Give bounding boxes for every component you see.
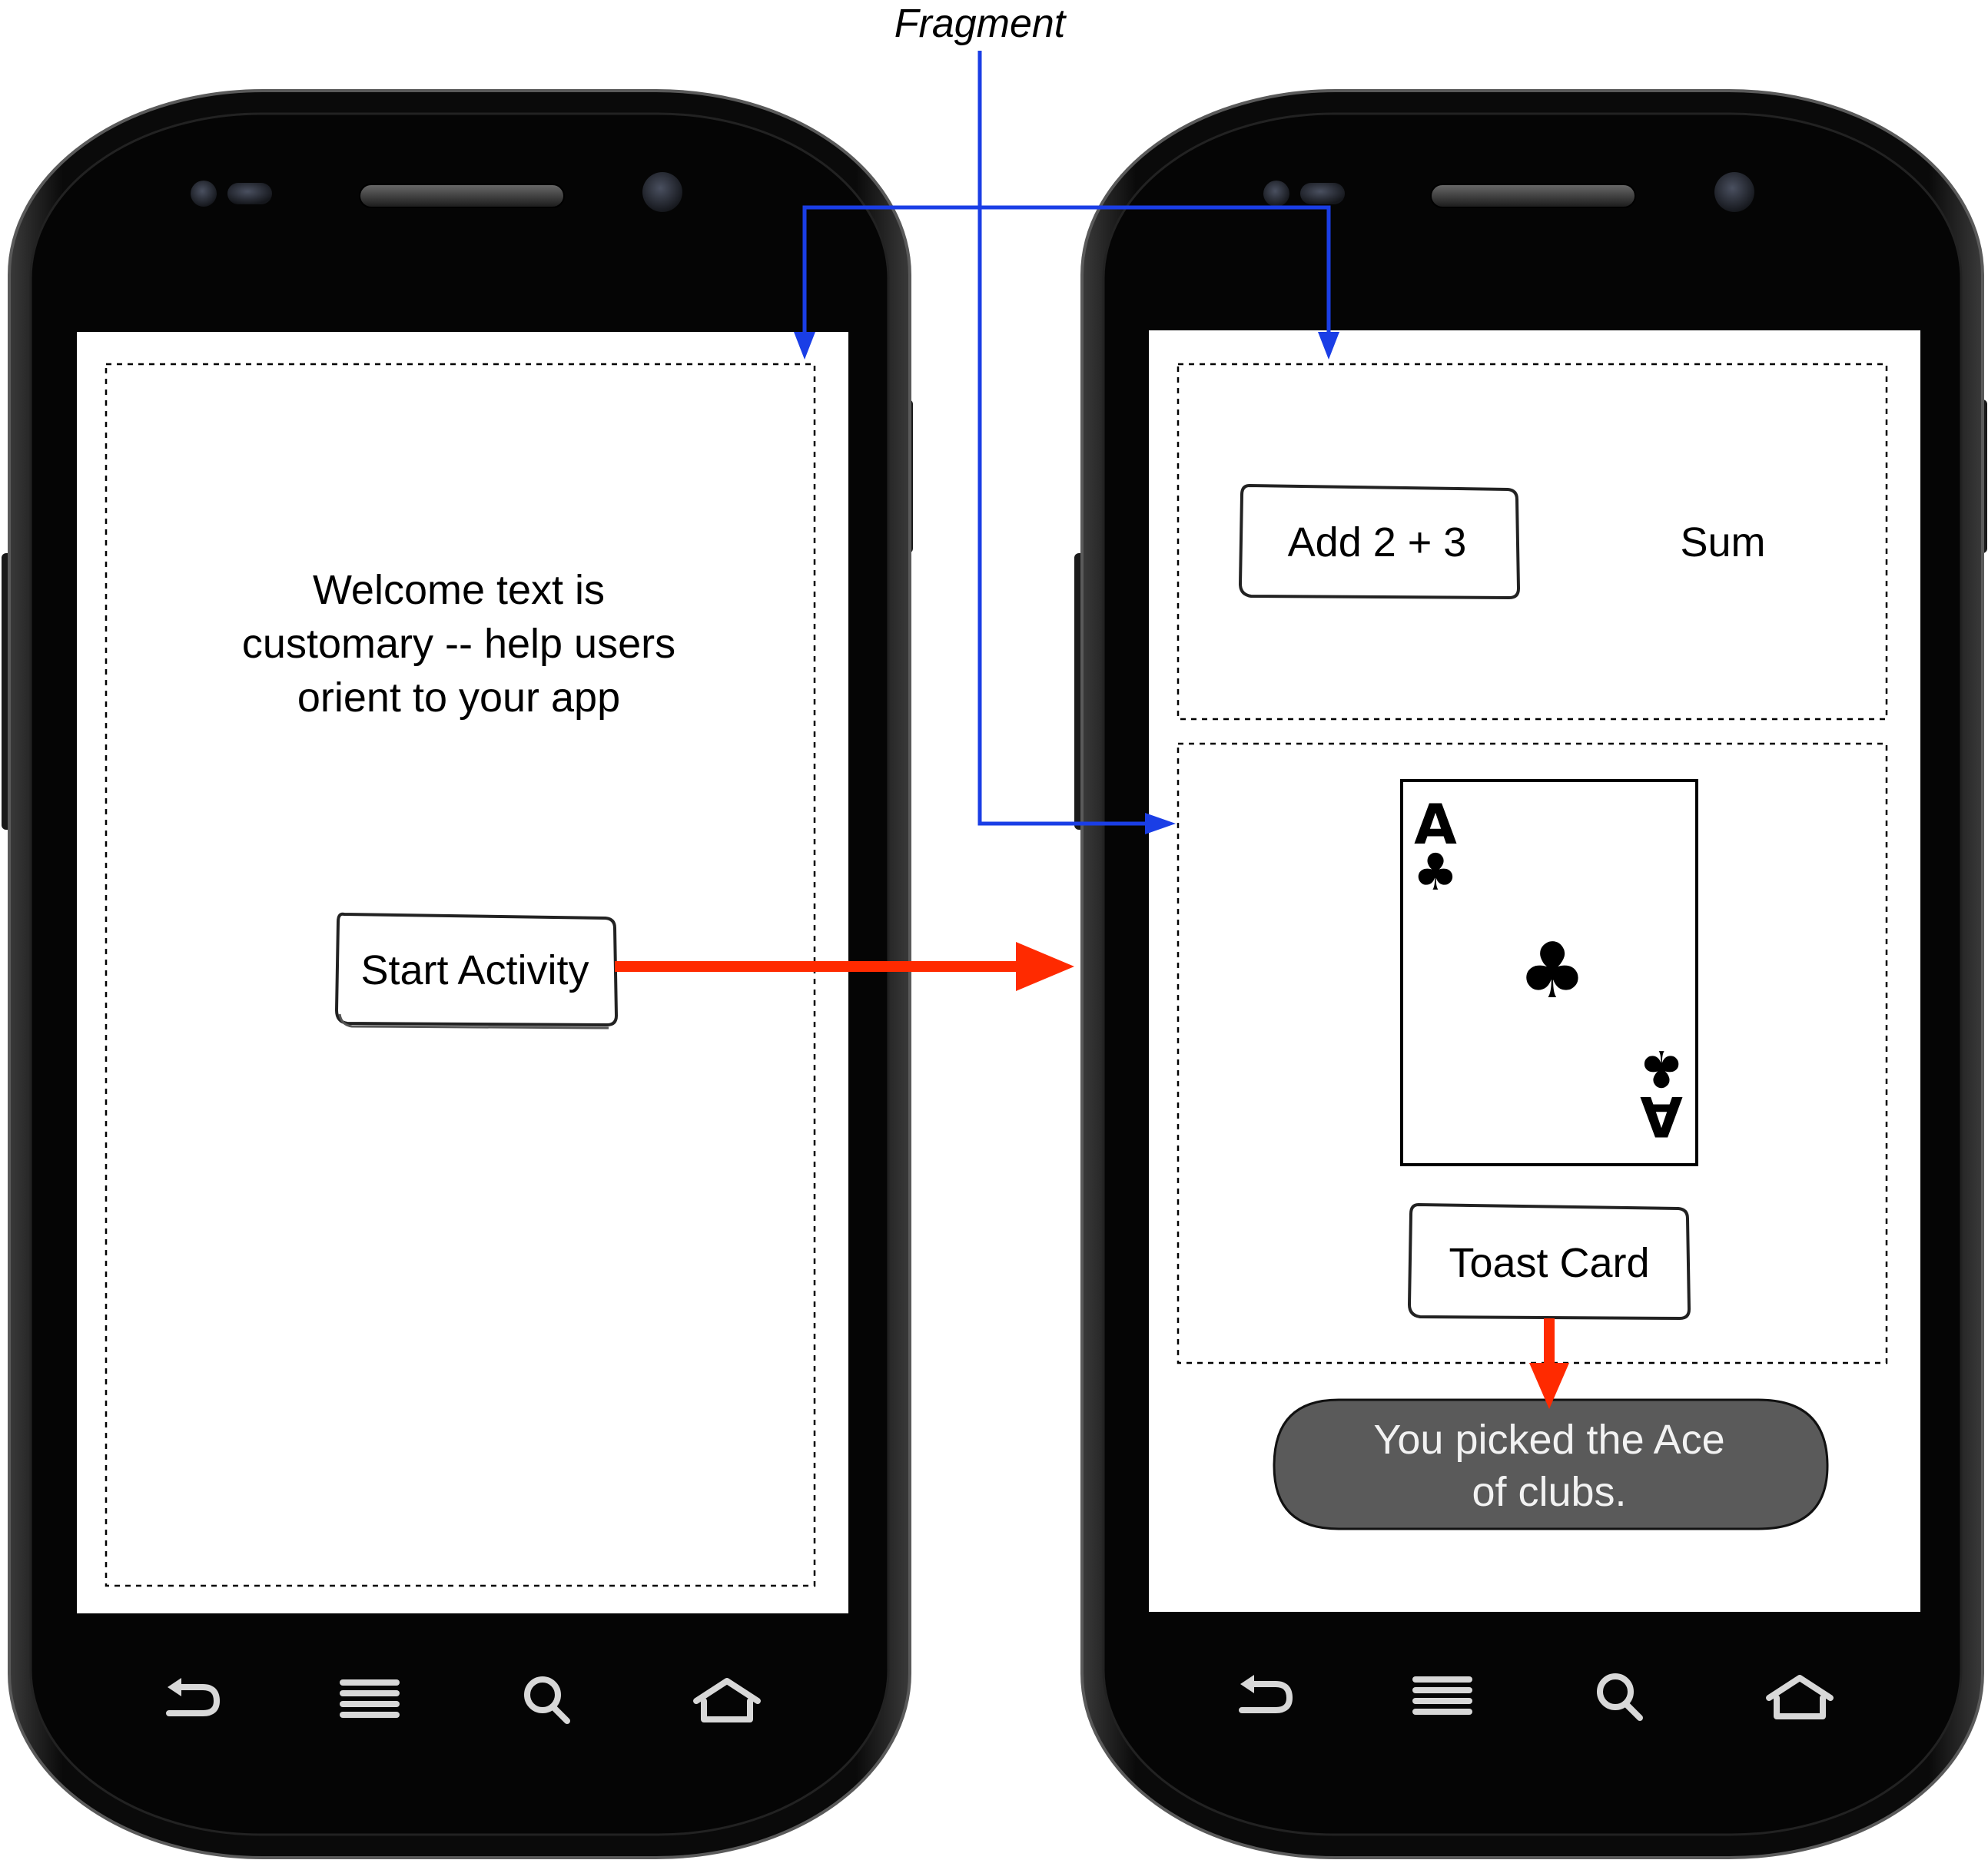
left-nav-bar [166, 1676, 761, 1724]
start-activity-arrowhead [1016, 942, 1074, 991]
back-icon[interactable] [1239, 1675, 1293, 1713]
fragment-label: Fragment [894, 2, 1067, 46]
fragment-arrowhead-right [1318, 332, 1339, 360]
start-activity-button[interactable]: Start Activity [334, 912, 619, 1029]
add-button[interactable]: Add 2 + 3 [1238, 483, 1521, 600]
fragment-arrows [794, 51, 1339, 834]
left-phone-sensor-pair [227, 183, 272, 204]
fragment-arrowhead-left [794, 332, 815, 360]
left-phone-sensor [191, 181, 217, 207]
right-phone-sensor-pair [1300, 183, 1345, 204]
card-rank-top: A [1414, 792, 1457, 857]
search-icon[interactable] [524, 1676, 570, 1724]
home-icon[interactable] [693, 1678, 761, 1722]
right-phone-front-camera [1714, 172, 1754, 212]
toast-card-button[interactable]: Toast Card [1407, 1202, 1691, 1321]
welcome-text-line-2: customary -- help users [242, 621, 675, 667]
right-phone-sensor [1263, 181, 1289, 207]
toast-card-label: Toast Card [1449, 1240, 1649, 1286]
card-suit-bottom: ♣ [1638, 1039, 1684, 1098]
menu-icon[interactable] [1412, 1676, 1472, 1715]
right-top-fragment-container [1177, 363, 1888, 721]
welcome-text-line-3: orient to your app [297, 675, 620, 721]
fragment-arrowhead-bottom [1145, 813, 1176, 834]
toast-text-line-1: You picked the Ace [1373, 1417, 1724, 1463]
right-phone: Add 2 + 3 Sum A ♣ ♣ A ♣ Toast Card You p… [1074, 89, 1987, 1859]
left-phone-front-camera [642, 172, 682, 212]
add-button-label: Add 2 + 3 [1288, 519, 1467, 565]
right-phone-speaker [1430, 184, 1636, 208]
card-suit-center: ♣ [1518, 926, 1587, 1016]
fragment-arrow-to-bottom [977, 51, 1160, 826]
fragment-arrow-bracket [802, 205, 1331, 338]
home-icon[interactable] [1766, 1675, 1834, 1719]
search-icon[interactable] [1597, 1673, 1643, 1721]
card-rank-bottom: A [1640, 1084, 1683, 1149]
right-nav-bar [1239, 1673, 1834, 1721]
menu-icon[interactable] [340, 1679, 400, 1718]
left-fragment-container [105, 363, 816, 1587]
toast-message: You picked the Ace of clubs. [1273, 1398, 1829, 1530]
activity-arrows [615, 942, 1569, 1409]
back-icon[interactable] [166, 1678, 220, 1716]
toast-text-line-2: of clubs. [1472, 1469, 1626, 1515]
ace-of-clubs-card: A ♣ ♣ A ♣ [1400, 779, 1698, 1166]
left-phone: Welcome text is customary -- help users … [2, 89, 913, 1859]
start-activity-label: Start Activity [360, 947, 589, 993]
sum-label: Sum [1680, 519, 1765, 565]
toast-arrowhead [1529, 1363, 1569, 1409]
card-suit-top: ♣ [1412, 843, 1458, 902]
left-phone-speaker [359, 184, 565, 208]
welcome-text-line-1: Welcome text is [313, 567, 605, 613]
